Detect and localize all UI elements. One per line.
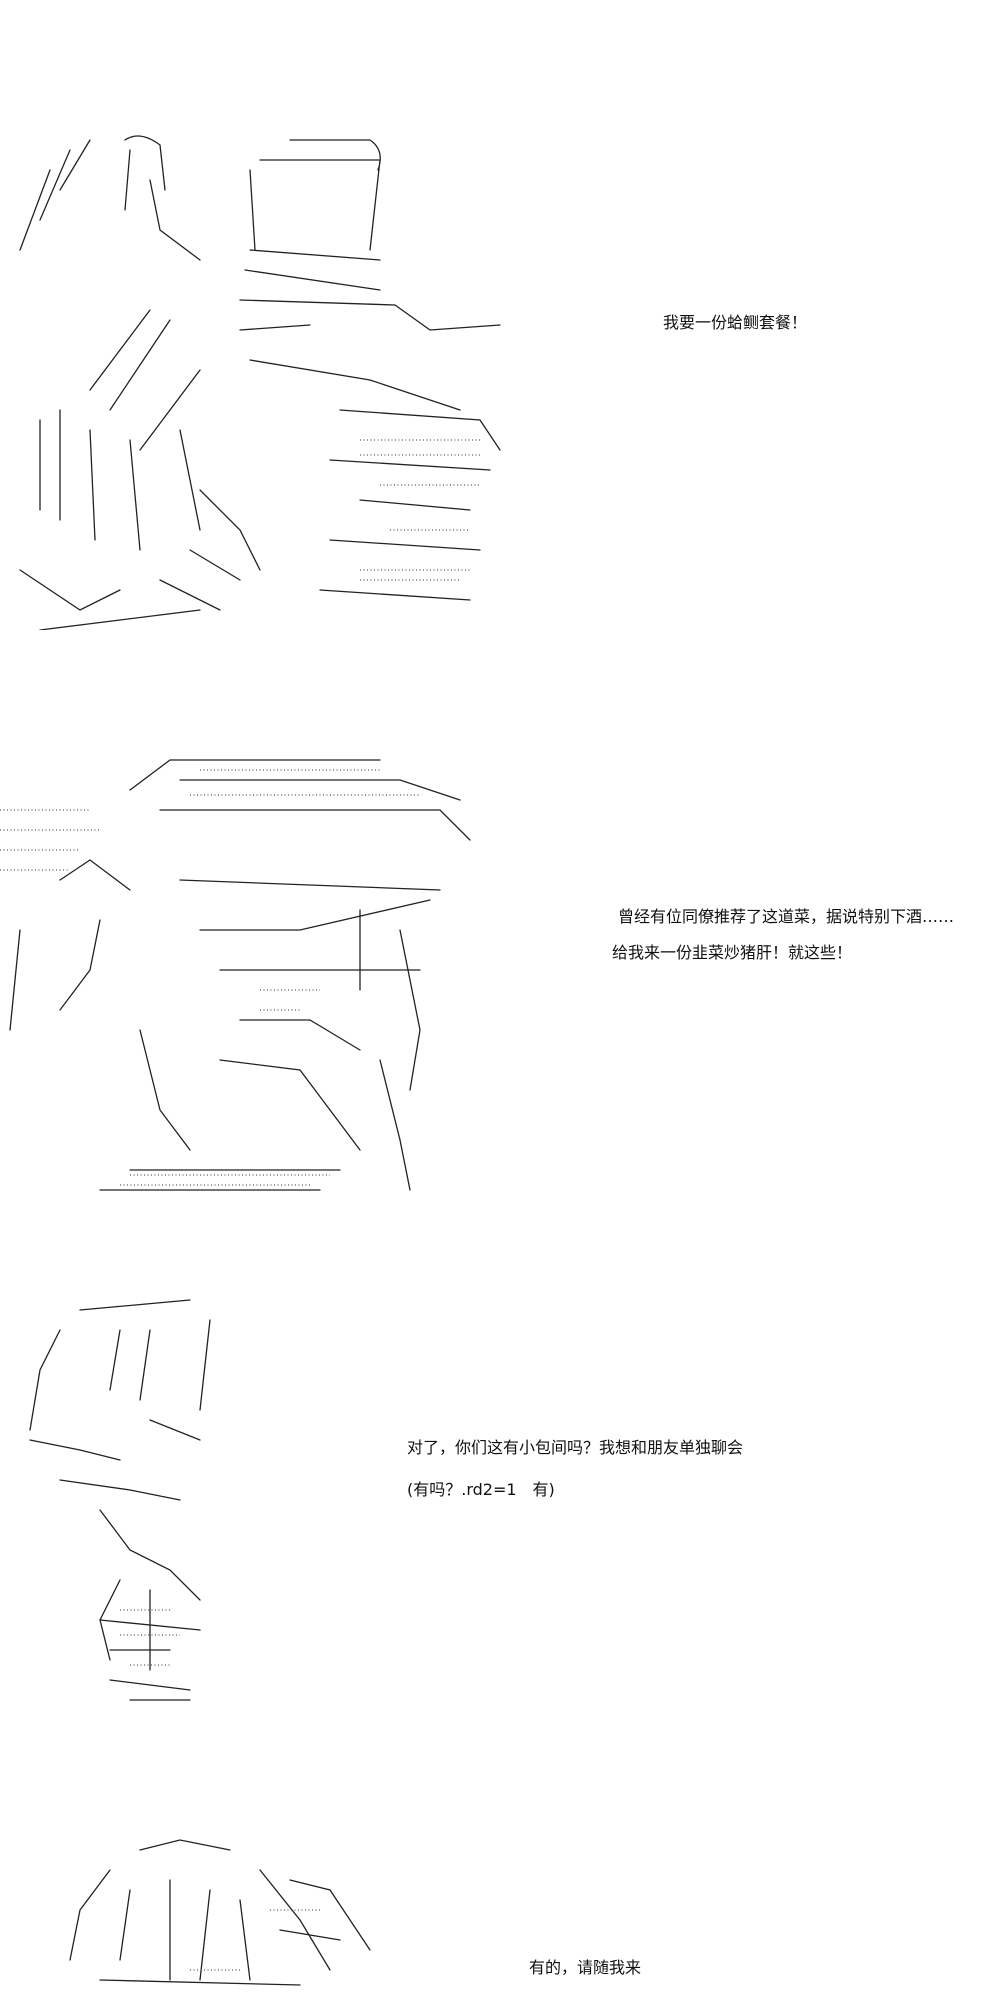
- dialogue-choice-line: (有吗？.rd2=1 有): [407, 1480, 555, 1499]
- dialogue-line: 曾经有位同僚推荐了这道菜，据说特别下酒……: [618, 907, 955, 926]
- ascii-art-character-with-cap: [0, 730, 480, 1210]
- panel-4: 有的，请随我来: [0, 1830, 1000, 2000]
- ascii-art-figure: [19, 135, 501, 630]
- panel-3: 对了，你们这有小包间吗？我想和朋友单独聊会 (有吗？.rd2=1 有): [0, 1290, 1000, 1710]
- ascii-art-figure: [29, 1299, 211, 1701]
- dialogue-line: 对了，你们这有小包间吗？我想和朋友单独聊会: [407, 1438, 744, 1457]
- ascii-art-character-eating: [0, 110, 560, 630]
- panel-1: 我要一份蛤鲗套餐！: [0, 110, 1000, 630]
- ascii-art-figure: [69, 1839, 371, 1986]
- ascii-art-character-standing: [0, 1290, 260, 1710]
- panel-2: 曾经有位同僚推荐了这道菜，据说特别下酒…… 给我来一份韭菜炒猪肝！就这些！: [0, 730, 1000, 1210]
- dialogue-line: 有的，请随我来: [529, 1958, 642, 1977]
- dialogue-line: 给我来一份韭菜炒猪肝！就这些！: [612, 943, 853, 962]
- ascii-art-figure: [0, 759, 471, 1191]
- dialogue-line: 我要一份蛤鲗套餐！: [663, 313, 808, 332]
- ascii-art-character-waiter: [0, 1830, 400, 2000]
